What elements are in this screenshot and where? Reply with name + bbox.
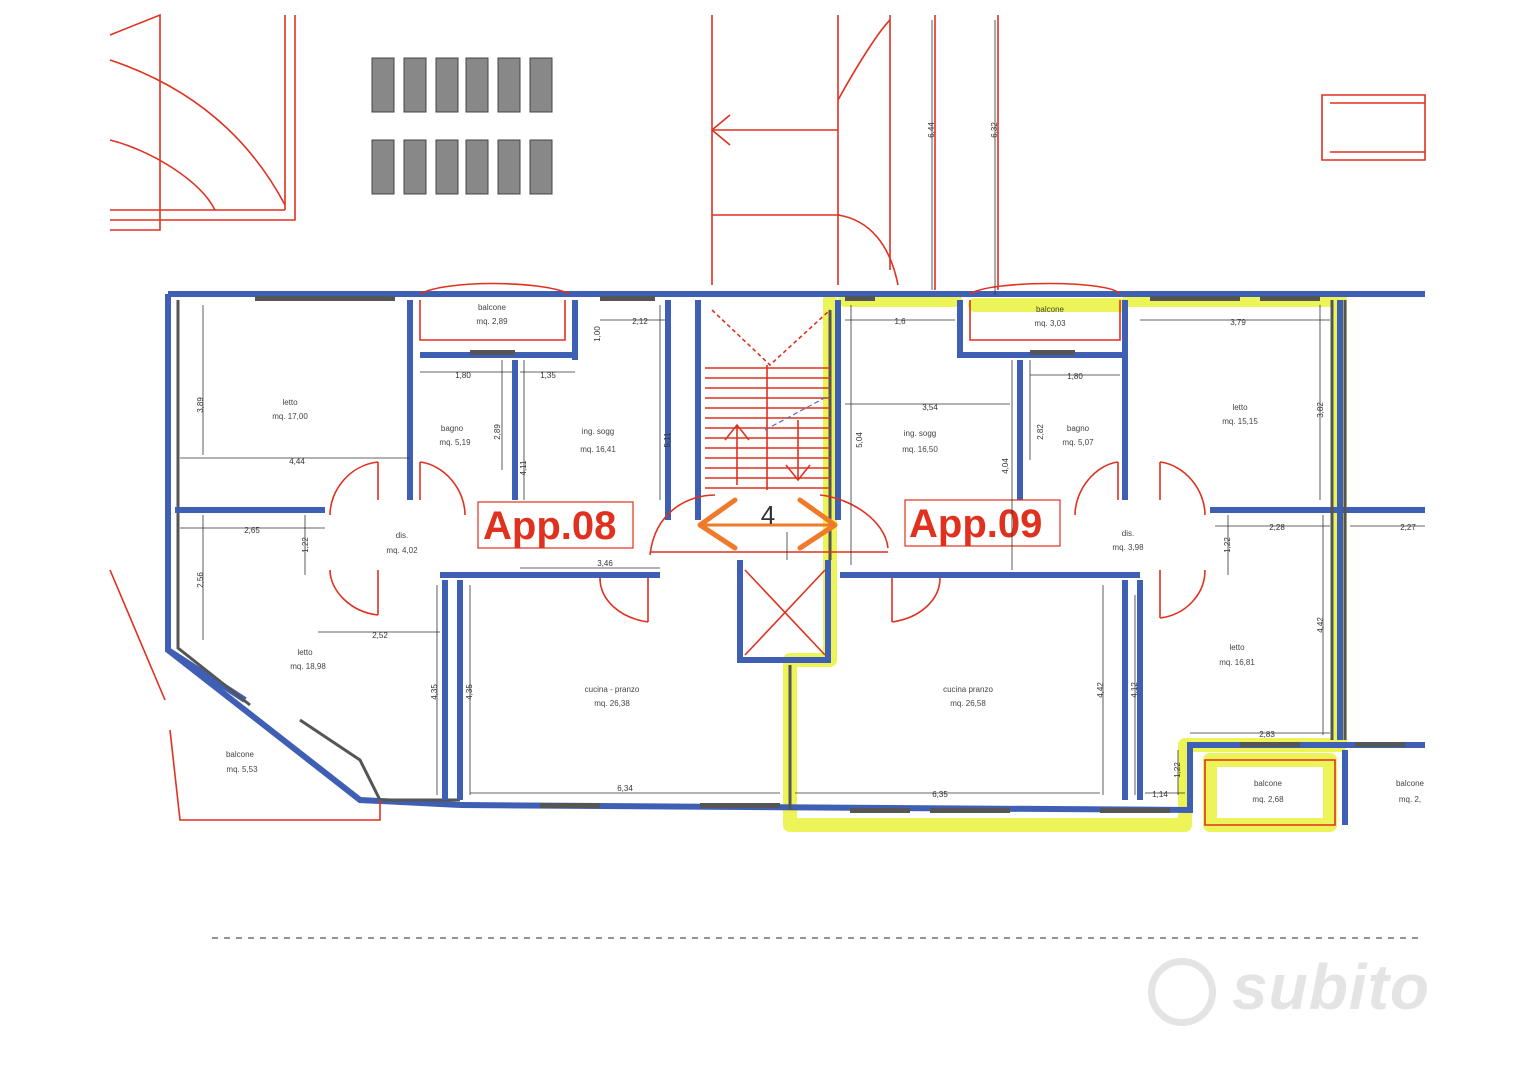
balconies [169,282,1336,826]
dimension-label: 2,83 [1259,730,1275,739]
room-area: mq. 16,41 [580,445,616,454]
dimension-label: 6,44 [927,122,936,138]
dimension-label: 2,27 [1400,523,1416,532]
room-area: mq. 17,00 [272,412,308,421]
dimension-label: 1,80 [1067,372,1083,381]
room-name: letto [1229,643,1245,652]
room-area: mq. 3,03 [1034,319,1066,328]
door-swings [329,461,1206,623]
dimension-label: 5,11 [663,432,672,448]
room-name: ing. sogg [904,429,936,438]
room-area: mq. 15,15 [1222,417,1258,426]
room-area: mq. 2,89 [476,317,508,326]
apartment-labels: App.08 App.09 [477,499,1061,549]
dimension-label: 2,52 [372,631,388,640]
room-area: mq. 5,07 [1062,438,1094,447]
dimension-label: 4,12 [1130,682,1139,698]
dimension-label: 1,14 [1152,790,1168,799]
room-name: cucina - pranzo [585,685,640,694]
dimension-label: 6,34 [617,784,633,793]
dimension-label: 3,89 [196,397,205,413]
dimension-label: 4,35 [430,684,439,700]
room-area: mq. 2, [1399,795,1421,804]
watermark-text: subito [1232,951,1430,1023]
parking-grid [371,57,553,195]
room-area: mq. 2,68 [1252,795,1284,804]
dimension-label: 2,56 [196,572,205,588]
dimension-label: 2,89 [493,424,502,440]
room-name: dis. [1122,529,1134,538]
room-name: letto [297,648,313,657]
dimension-label: 6,32 [990,122,999,138]
room-name: balcone [1036,305,1065,314]
room-labels: balcone mq. 2,89 letto mq. 17,00 bagno m… [226,303,1425,804]
dimension-label: 6,35 [932,790,948,799]
dimension-label: 4,44 [289,457,305,466]
dimension-labels: 4,44 3,89 1,80 1,35 2,89 4,11 1,00 2,12 … [196,122,1416,799]
room-name: letto [282,398,298,407]
dimension-label: 3,54 [922,403,938,412]
dimension-label: 1,22 [301,537,310,553]
dimension-label: 2,65 [244,526,260,535]
room-area: mq. 5,19 [439,438,471,447]
room-name: balcone [226,750,255,759]
dimension-label: 5,04 [855,432,864,448]
dimension-label: 1,22 [1223,537,1232,553]
dimension-label: 3,79 [1230,318,1246,327]
apartment-label-09: App.09 [909,502,1042,546]
dimension-label: 4,42 [1096,682,1105,698]
room-name: cucina pranzo [943,685,993,694]
room-area: mq. 3,98 [1112,543,1144,552]
dimension-label: 1,00 [593,326,602,342]
dimension-label: 2,28 [1269,523,1285,532]
room-name: balcone [1254,779,1283,788]
dimension-label: 2,12 [632,317,648,326]
room-area: mq. 26,38 [594,699,630,708]
room-area: mq. 16,81 [1219,658,1255,667]
dimension-label: 1,6 [894,317,906,326]
room-area: mq. 5,53 [226,765,258,774]
room-area: mq. 26,58 [950,699,986,708]
apartment-label-08: App.08 [483,504,616,548]
stair-number: 4 [761,500,775,530]
room-area: mq. 16,50 [902,445,938,454]
dimension-label: 4,42 [1316,617,1325,633]
subito-logo-icon [1148,958,1216,1026]
dimension-lines [180,20,1425,795]
room-name: bagno [441,424,464,433]
stairwell [705,309,831,656]
dimension-label: 4,35 [465,684,474,700]
stair-arrow: 4 [697,497,838,551]
dimension-label: 1,35 [540,371,556,380]
room-name: balcone [1396,779,1425,788]
site-outlines [109,13,1426,701]
dimension-label: 1,80 [455,371,471,380]
dimension-label: 2,82 [1036,424,1045,440]
room-name: ing. sogg [582,427,614,436]
room-name: balcone [478,303,507,312]
room-name: bagno [1067,424,1090,433]
dimension-label: 3,82 [1316,402,1325,418]
room-area: mq. 4,02 [386,546,418,555]
windows [255,296,1405,813]
room-area: mq. 18,98 [290,662,326,671]
room-name: dis. [396,531,408,540]
dimension-label: 4,04 [1001,458,1010,474]
room-name: letto [1232,403,1248,412]
dimension-label: 1,22 [1173,762,1182,778]
watermark: subito [1148,950,1448,1030]
dimension-label: 4,11 [519,460,528,476]
dimension-label: 3,46 [597,559,613,568]
